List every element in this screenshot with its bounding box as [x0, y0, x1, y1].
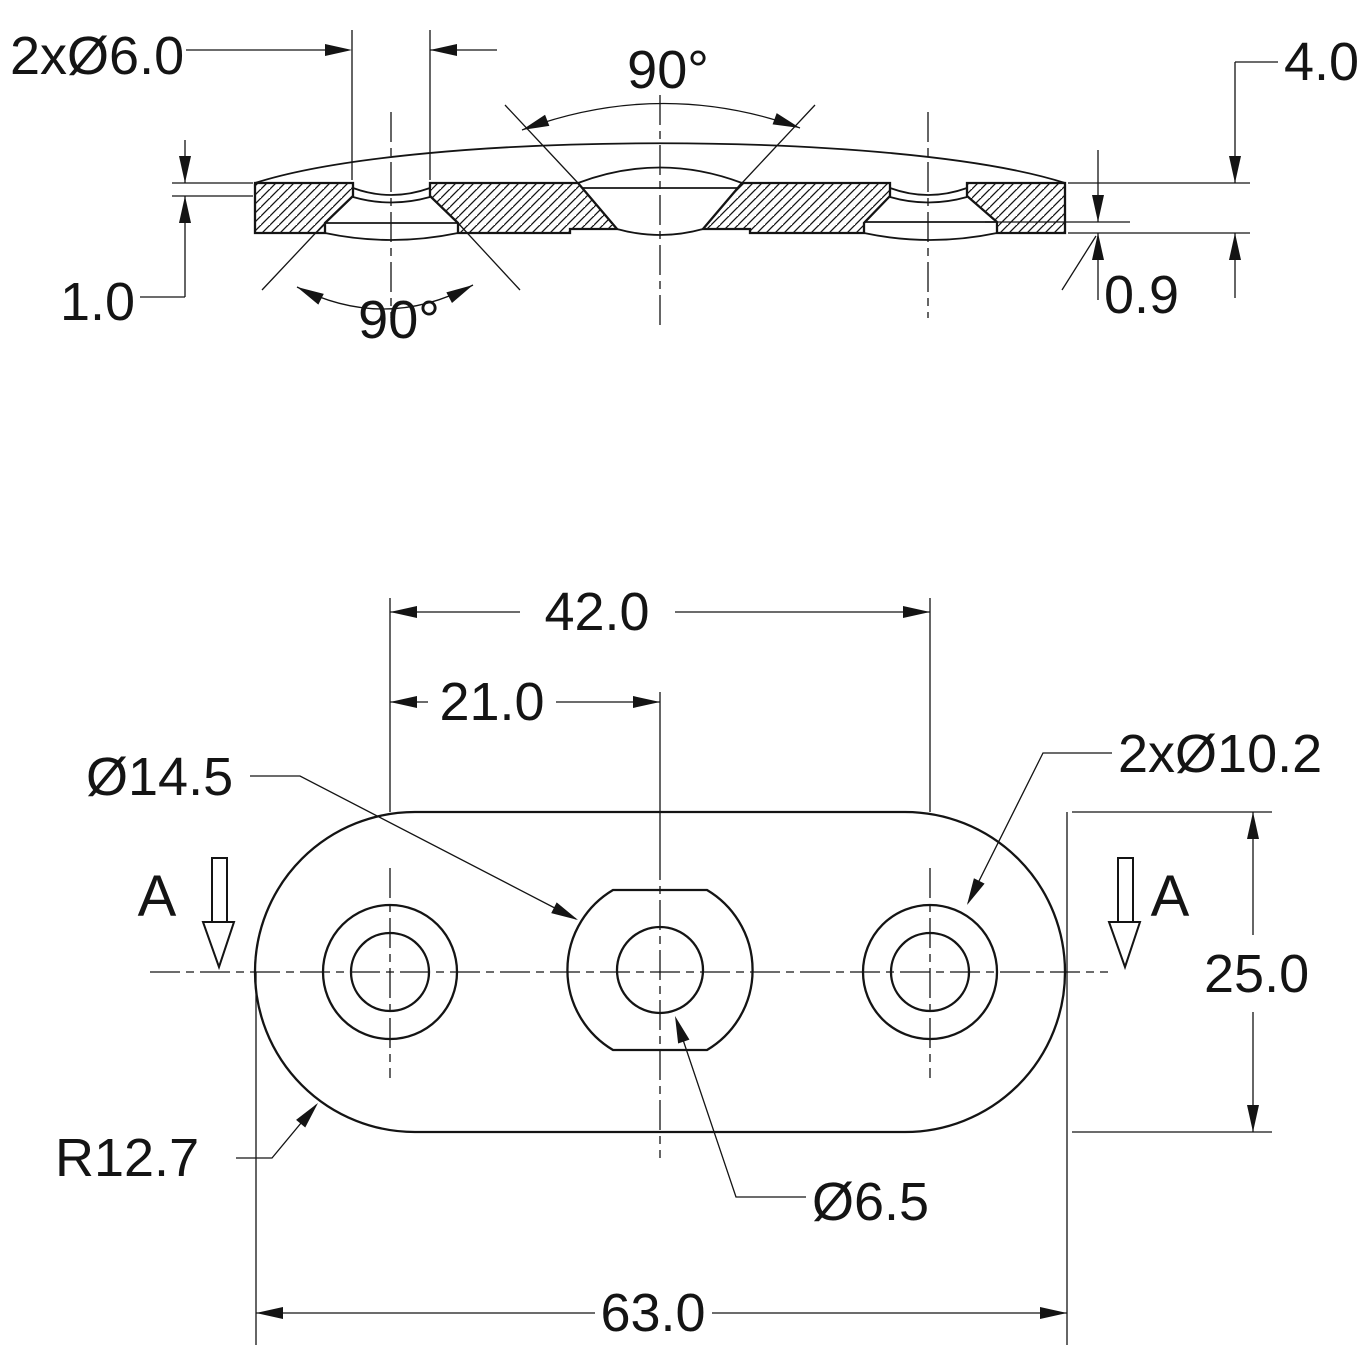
dimension-arrowhead	[297, 287, 324, 305]
dim-countersink-angle-bottom: 90°	[261, 222, 521, 350]
dim-countersunk-holes-label: 2xØ6.0	[10, 26, 184, 86]
dim-outer-hole-spacing: 42.0	[389, 582, 931, 812]
dimension-arrowhead	[1040, 1307, 1067, 1319]
dimension-arrowhead	[1247, 1105, 1259, 1132]
dimension-arrowhead	[325, 44, 352, 56]
section-block-mid-right	[700, 181, 892, 235]
dimension-arrowhead	[1229, 233, 1241, 260]
section-background-curves	[254, 142, 1066, 241]
section-block-left-end	[253, 181, 355, 235]
dim-outer-hole-spacing-label: 42.0	[544, 582, 649, 642]
dimension-arrowhead	[390, 606, 417, 618]
dimension-arrowhead	[179, 156, 191, 183]
section-block-mid-left	[428, 181, 620, 235]
dimension-arrowhead	[296, 1103, 318, 1128]
dimension-arrowhead	[446, 285, 473, 303]
dim-corner-radius-label: R12.7	[55, 1128, 199, 1188]
dim-countersink-angle-bottom-label: 90°	[358, 290, 440, 350]
dim-countersink-angle-top-label: 90°	[627, 40, 709, 100]
dim-bore-depth: 1.0	[60, 140, 253, 332]
dim-plate-length: 63.0	[255, 812, 1068, 1345]
dim-plate-length-label: 63.0	[600, 1283, 705, 1343]
dim-boss-diameter: Ø14.5	[86, 747, 578, 920]
section-marker-left-label: A	[138, 864, 177, 929]
dim-thickness-label: 4.0	[1284, 32, 1359, 92]
dimension-arrowhead	[903, 606, 930, 618]
plan-outline	[253, 810, 1067, 1134]
plan-view: A A 42.0 21.0	[55, 582, 1322, 1345]
dim-recess-depth: 0.9	[985, 150, 1179, 325]
dimension-arrowhead	[179, 196, 191, 223]
dimension-arrowhead	[633, 696, 660, 708]
dimension-arrowhead	[1092, 233, 1104, 260]
dimension-arrowhead	[1092, 195, 1104, 222]
dim-recess-diameter-label: 2xØ10.2	[1118, 724, 1322, 784]
dimension-arrowhead	[1247, 812, 1259, 839]
section-centerlines	[390, 95, 929, 330]
dim-plate-width-label: 25.0	[1204, 944, 1309, 1004]
dim-boss-diameter-label: Ø14.5	[86, 747, 233, 807]
section-marker-right: A	[1107, 857, 1190, 971]
dim-recess-depth-label: 0.9	[1104, 265, 1179, 325]
section-arrow-right	[1117, 857, 1134, 923]
section-block-right-end	[965, 181, 1067, 235]
dim-corner-radius: R12.7	[55, 1103, 318, 1188]
dim-thickness: 4.0	[1068, 32, 1359, 298]
dim-plate-width: 25.0	[1072, 811, 1309, 1133]
section-arrow-left	[211, 857, 228, 923]
dimension-arrowhead	[967, 878, 985, 905]
dim-center-hole-diameter: Ø6.5	[675, 1016, 929, 1232]
dimension-arrowhead	[551, 902, 578, 920]
dim-mid-hole-spacing: 21.0	[390, 672, 661, 850]
section-marker-left: A	[138, 857, 236, 971]
dimension-arrowhead	[430, 44, 457, 56]
dimension-arrowhead	[256, 1307, 283, 1319]
dimension-arrowhead	[772, 113, 800, 128]
plan-centerlines	[150, 850, 1108, 1158]
dim-center-hole-diameter-label: Ø6.5	[812, 1172, 929, 1232]
dim-countersink-angle-top: 90°	[504, 40, 816, 184]
dim-mid-hole-spacing-label: 21.0	[439, 672, 544, 732]
section-view: 2xØ6.0 90° 4.0	[10, 26, 1359, 350]
dimension-arrowhead	[1229, 156, 1241, 183]
dim-countersunk-holes: 2xØ6.0	[10, 26, 497, 180]
dimension-arrowhead	[390, 696, 417, 708]
dimension-arrowhead	[522, 114, 550, 130]
section-marker-right-label: A	[1151, 864, 1190, 929]
dim-recess-diameter: 2xØ10.2	[967, 724, 1322, 905]
dimension-arrowhead	[675, 1016, 690, 1044]
dim-bore-depth-label: 1.0	[60, 272, 135, 332]
